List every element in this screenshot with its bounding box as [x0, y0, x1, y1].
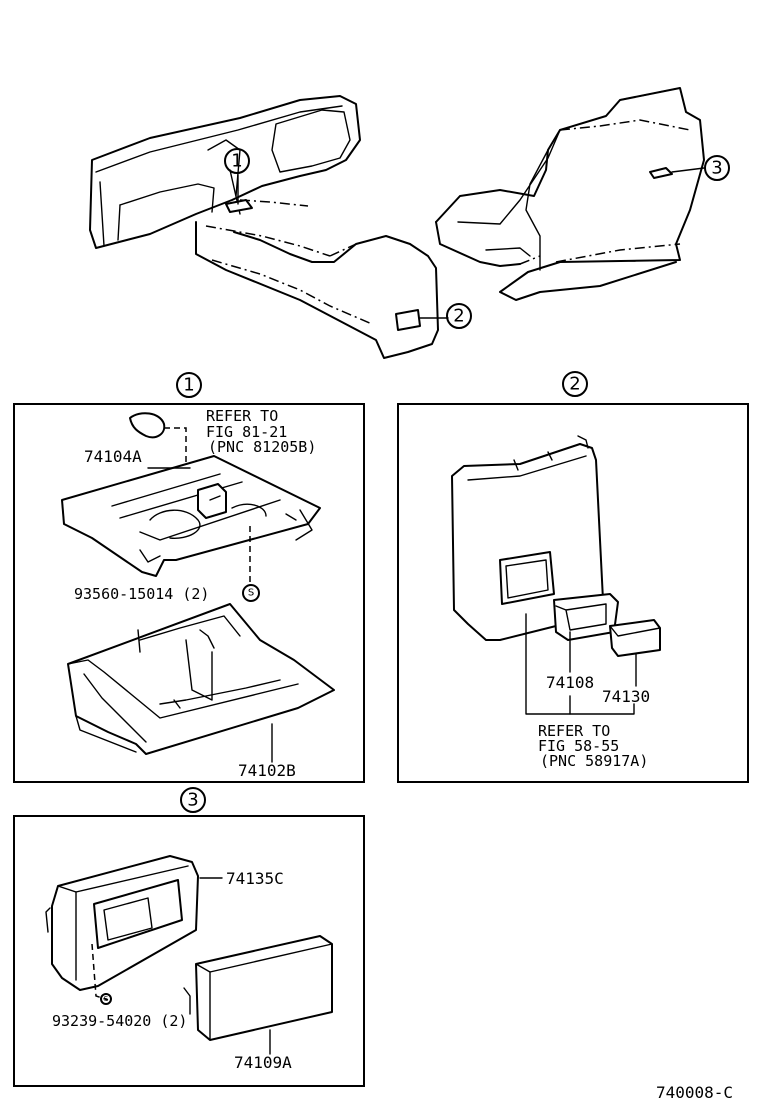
ashtray-74102b — [67, 603, 335, 755]
part-number-74102b: 74102B — [238, 761, 296, 780]
section2-refer-line2: FIG 58-55 — [538, 737, 619, 755]
callout-3-overview: 3 — [704, 155, 730, 181]
callout-2-overview: 2 — [446, 303, 472, 329]
section2-refer-line3: (PNC 58917A) — [540, 752, 648, 770]
section1-refer-line1: REFER TO — [206, 407, 278, 425]
cover-74109a — [183, 935, 333, 1041]
svg-text:3: 3 — [187, 790, 198, 811]
housing-74135c — [45, 855, 199, 991]
section-1-frame — [13, 403, 365, 783]
section-2-frame — [397, 403, 749, 783]
lid-74130 — [609, 619, 661, 657]
part-number-74109a: 74109A — [234, 1053, 292, 1072]
svg-text:1: 1 — [231, 151, 242, 172]
section-3-frame — [13, 815, 365, 1087]
section1-refer-line2: FIG 81-21 — [206, 423, 287, 441]
section1-refer-line3: (PNC 81205B) — [208, 438, 316, 456]
figure-code: 740008-C — [656, 1083, 733, 1102]
section2-refer-line1: REFER TO — [538, 722, 610, 740]
screw-symbol-1-label: S — [248, 588, 254, 599]
svg-text:3: 3 — [711, 158, 722, 179]
part-number-74135c: 74135C — [226, 869, 284, 888]
callout-2-heading: 2 — [562, 371, 588, 397]
ashtray-bulb — [129, 412, 166, 439]
dashboard-illustration — [89, 95, 439, 359]
bracket-74104a — [61, 455, 321, 577]
screw-symbol-3 — [100, 993, 112, 1005]
callout-3-heading: 3 — [180, 787, 206, 813]
part-number-74108: 74108 — [546, 673, 594, 692]
part-number-74104a: 74104A — [84, 447, 142, 466]
screw-part-number-1: 93560-15014 (2) — [74, 585, 209, 603]
ashtray-74108 — [553, 593, 619, 641]
screw-part-number-3: 93239-54020 (2) — [52, 1012, 187, 1030]
callout-1-heading: 1 — [176, 372, 202, 398]
svg-text:2: 2 — [453, 306, 464, 327]
svg-text:2: 2 — [569, 374, 580, 395]
svg-text:1: 1 — [183, 375, 194, 396]
part-number-74130: 74130 — [602, 687, 650, 706]
callout-1-overview: 1 — [224, 148, 250, 174]
screw-symbol-3-label: S — [104, 995, 109, 1003]
screw-symbol-1 — [242, 584, 260, 602]
seat-illustration — [435, 87, 705, 301]
